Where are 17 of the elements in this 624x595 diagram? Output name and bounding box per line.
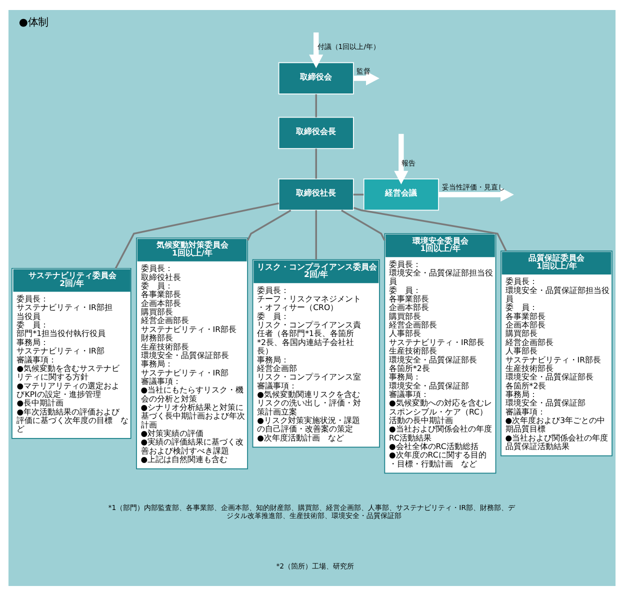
node-box: 取締役社長	[278, 178, 354, 210]
arrow	[394, 133, 408, 184]
connector	[315, 94, 317, 117]
connector	[114, 202, 279, 268]
connector	[315, 148, 317, 178]
connector	[353, 193, 364, 195]
node-box: 取締役会長	[278, 116, 354, 149]
arrow	[354, 70, 380, 85]
connector	[354, 206, 507, 251]
node-box: 取締役会	[278, 62, 354, 94]
node-box: 経営会議	[363, 178, 439, 210]
connector	[246, 209, 292, 240]
arrow	[309, 32, 324, 68]
connector	[341, 209, 386, 240]
diagram-title: ●体制	[18, 16, 48, 28]
connector	[315, 210, 317, 259]
arrow	[438, 187, 514, 202]
